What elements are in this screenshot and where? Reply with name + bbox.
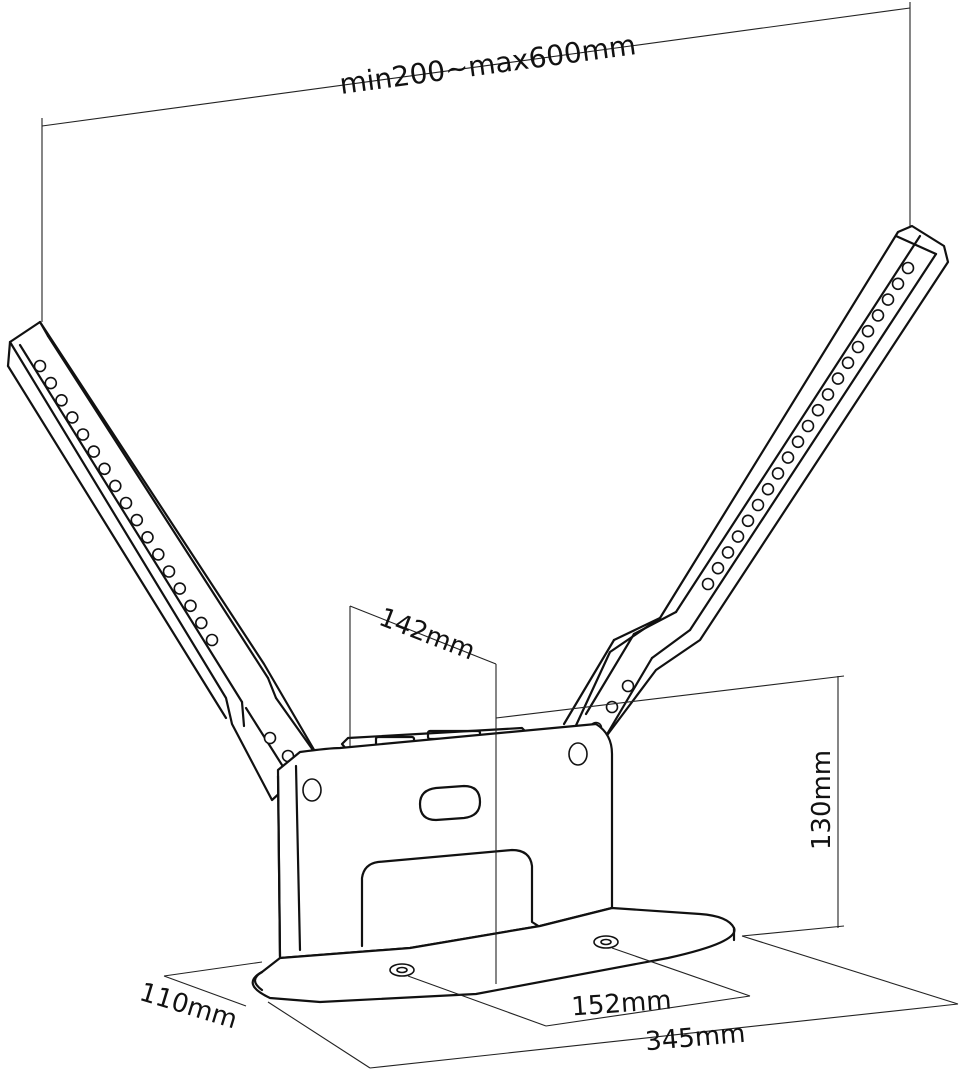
plate-hole-left [302,778,322,802]
left-arm-hole [130,513,144,527]
hole-spacing-dimension: 152mm [407,947,751,1027]
left-arm-hole [76,428,90,441]
base-depth-dimension: 110mm [136,961,263,1035]
right-arm-hole [821,388,835,401]
left-arm-hole [162,565,176,578]
right-arm-hole [831,372,845,385]
right-arm-hole [901,261,915,275]
left-arm-hole [195,616,208,630]
right-arm-hole [811,403,825,417]
right-arm-hole [781,451,795,464]
left-arm-hole [109,479,122,493]
right-arm-hole [841,356,855,370]
right-arm-hole [711,561,725,575]
plate-height-dimension: 130mm [495,675,845,937]
left-arm-hole [44,376,58,390]
right-arm-hole [871,309,885,322]
base-length-label: 345mm [644,1019,747,1058]
right-arm-hole [851,340,865,354]
left-arm-hole [173,582,187,595]
right-arm [558,224,950,762]
left-arm-hole [263,731,277,745]
left-arm-hole [119,496,133,510]
right-arm-hole [791,435,805,449]
right-arm-hole [861,324,875,338]
right-arm-hole [801,419,815,433]
right-arm-hole [701,577,715,591]
left-arm-hole [87,445,101,458]
left-arm-hole [141,530,154,544]
left-arm-hole [98,462,111,476]
mount-width-label: 142mm [375,603,479,667]
base-plate [251,906,736,1004]
plate-slot [418,784,482,822]
plate-hole-right [568,742,588,766]
left-arm-hole [55,393,68,407]
left-arm-hole [66,411,79,424]
right-arm-hole [741,514,755,528]
left-arm [6,320,322,802]
arm-span-label: min200~max600mm [338,28,638,101]
right-arm-hole [721,546,735,559]
plate-height-label: 130mm [807,750,837,850]
vertical-plate [276,722,614,960]
right-arm-hole [881,293,895,306]
hole-spacing-label: 152mm [570,986,672,1023]
arm-span-dimension: min200~max600mm [41,2,911,322]
right-arm-hole [771,467,785,480]
base-depth-label: 110mm [136,977,241,1035]
right-arm-hole [751,498,765,512]
right-arm-hole [891,277,905,291]
left-arm-hole [184,599,197,613]
left-arm-hole [33,359,47,373]
right-arm-hole [621,679,635,693]
right-arm-hole [761,482,775,496]
left-arm-hole [205,633,219,647]
left-arm-hole [152,548,165,561]
right-arm-hole [731,530,745,543]
